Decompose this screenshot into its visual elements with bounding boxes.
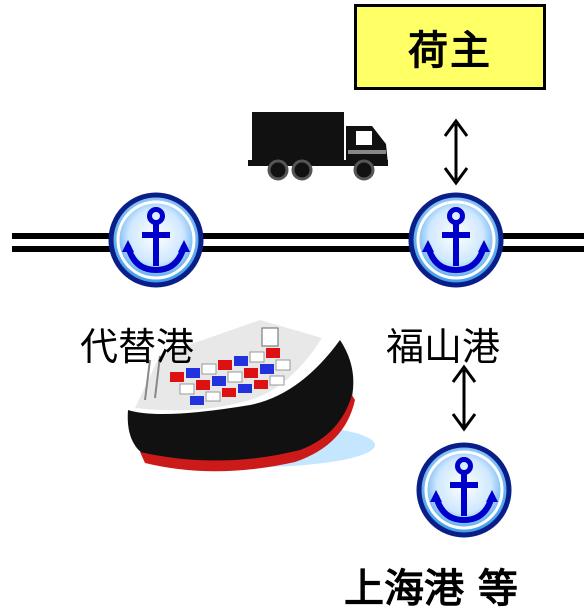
shanghai-port-label: 上海港 等 [344,566,518,612]
shipper-label: 荷主 [408,28,492,74]
alternative-port-label: 代替港 [80,325,194,369]
route-line [12,233,584,252]
fukuyama-port-label: 福山港 [386,325,500,369]
shipper-box: 荷主 [354,4,546,90]
shanghai-port-anchor-icon [416,442,512,538]
alternative-port-anchor-icon [108,192,204,288]
double-arrow-icon [443,119,469,185]
fukuyama-port-anchor-icon [408,192,504,288]
container-ship-icon [127,320,375,472]
truck-icon [248,112,388,181]
double-arrow-icon [451,365,477,431]
